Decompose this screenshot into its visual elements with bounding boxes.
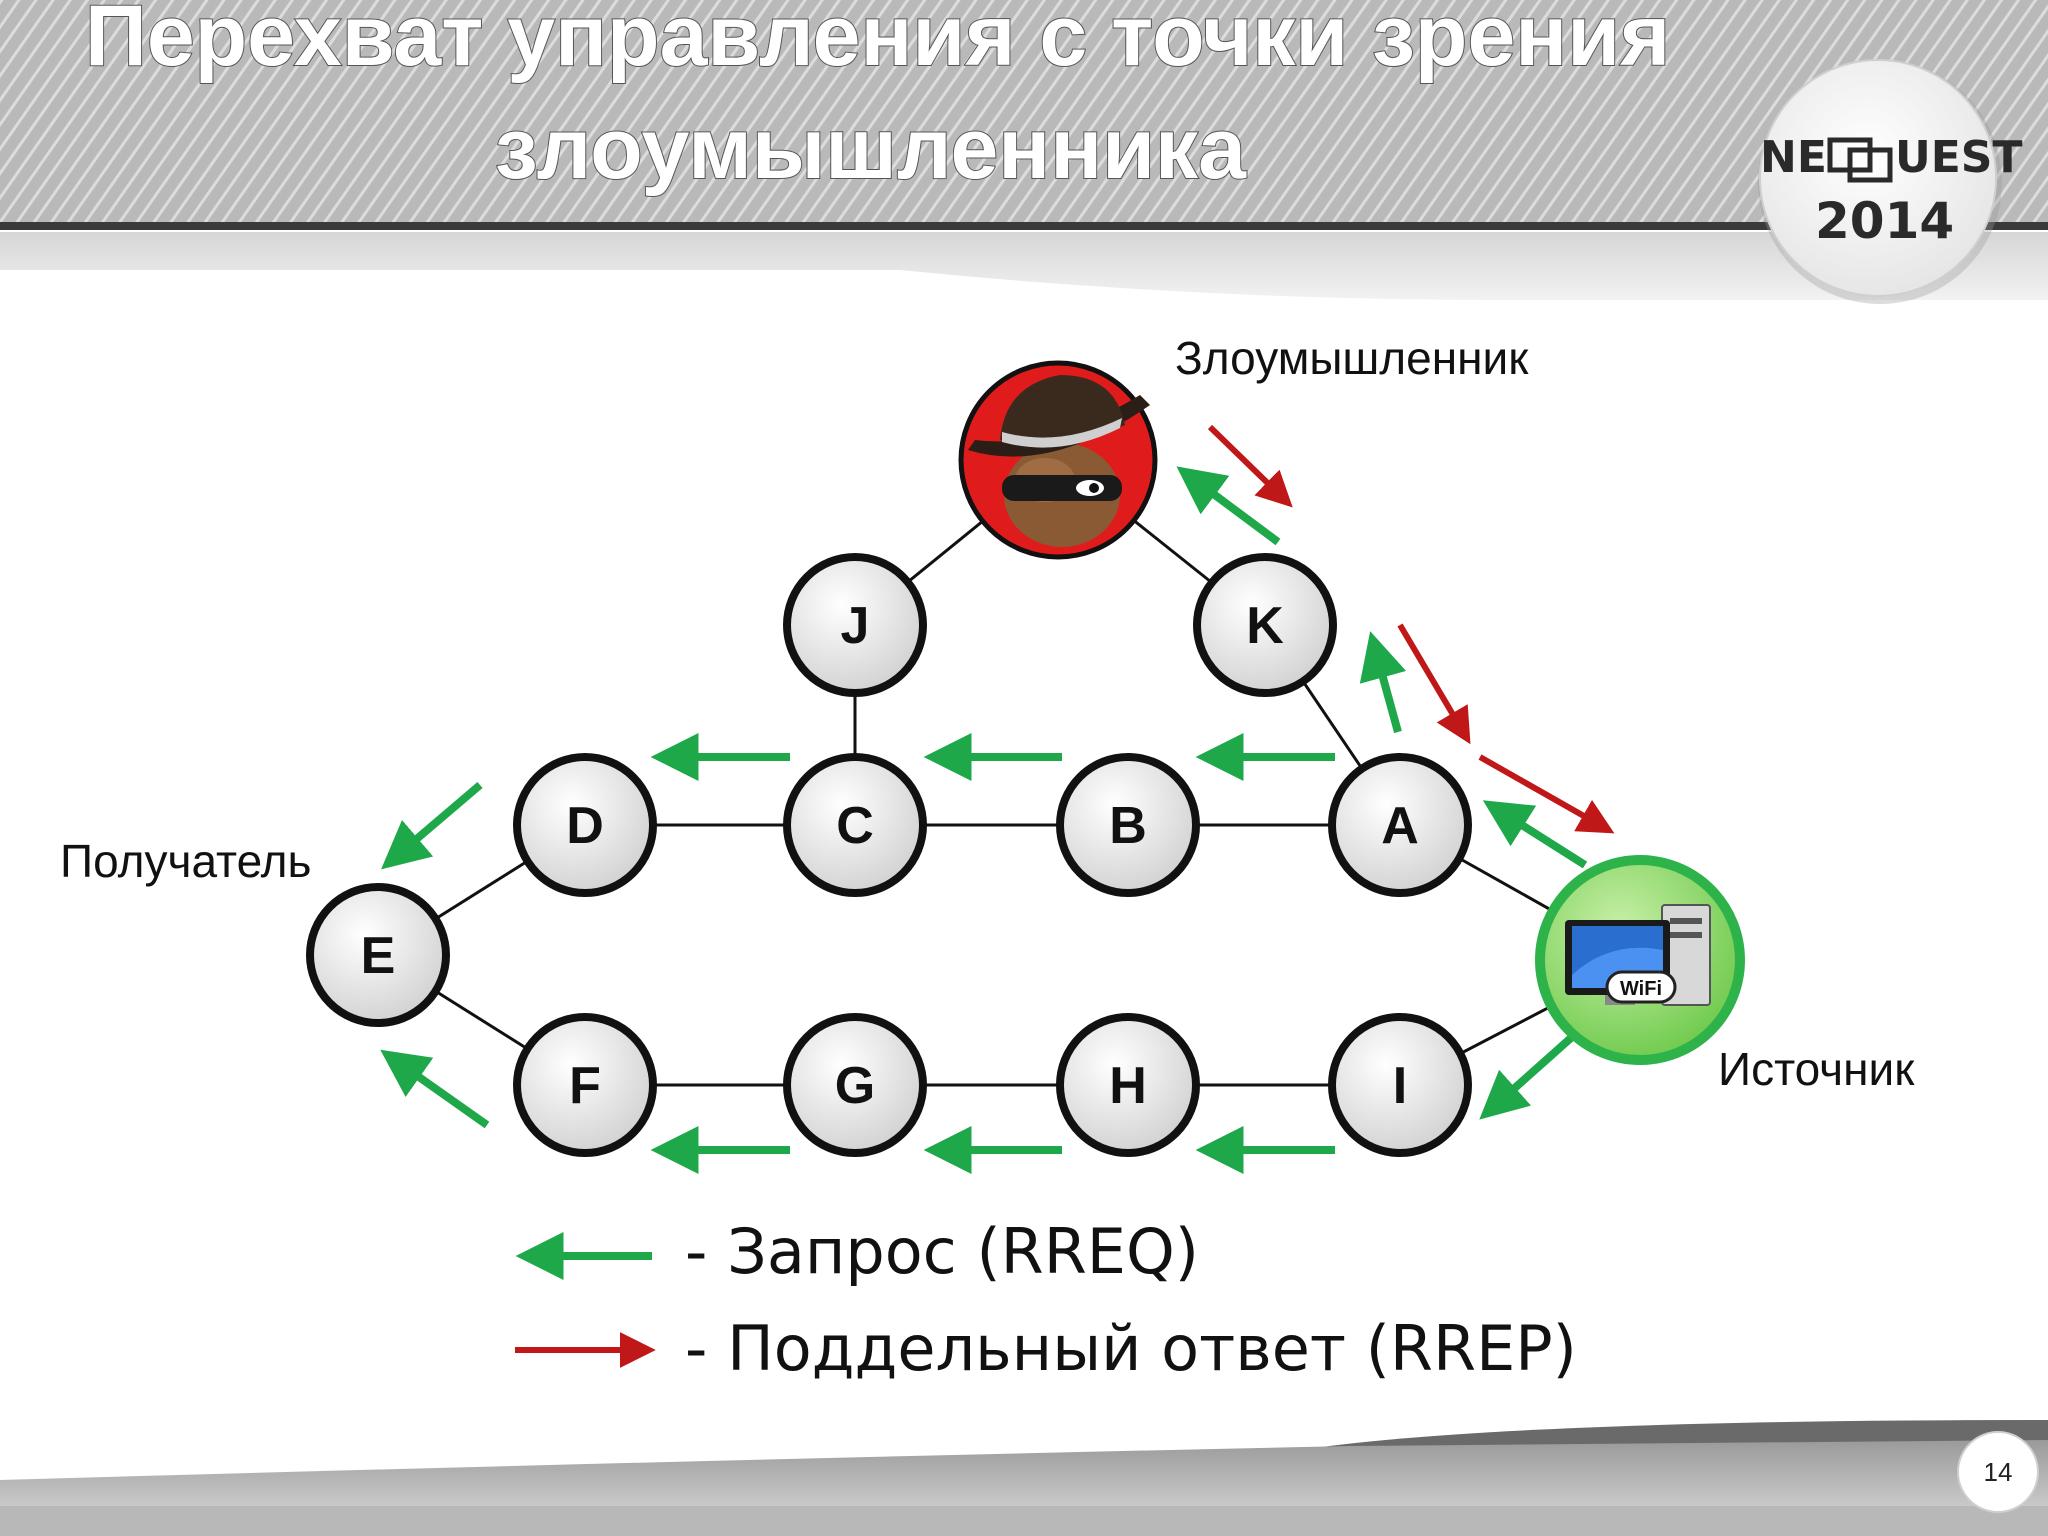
page-number: 14 <box>1984 1457 2013 1487</box>
node-label-j: J <box>841 597 870 655</box>
page-number-badge: 14 <box>1957 1431 2039 1513</box>
node-label-d: D <box>566 797 604 855</box>
node-f: F <box>513 1013 657 1157</box>
wifi-badge-text: WiFi <box>1620 978 1662 1000</box>
source-label: Источник <box>1718 1043 1915 1095</box>
node-k: K <box>1193 553 1337 697</box>
attacker-node <box>958 360 1158 560</box>
rreq-arrow-source-a <box>1482 800 1588 869</box>
node-d: D <box>513 753 657 897</box>
node-label-c: C <box>836 797 874 855</box>
header-bar <box>0 0 2048 300</box>
receiver-label: Получатель <box>60 835 311 887</box>
source-node: WiFi <box>1535 855 1745 1065</box>
node-label-i: I <box>1393 1057 1407 1115</box>
rreq-arrow-source-i <box>1479 1034 1575 1120</box>
node-a: A <box>1328 753 1472 897</box>
logo-text-left: NE <box>1760 132 1827 183</box>
node-e: E <box>306 883 450 1027</box>
node-label-g: G <box>835 1057 875 1115</box>
node-label-b: B <box>1109 797 1147 855</box>
rreq-arrow-d-e <box>381 781 483 870</box>
rreq-arrow-f-e <box>380 1049 490 1129</box>
logo-screens-icon <box>1827 137 1893 183</box>
rreq-arrows <box>380 466 1588 1280</box>
node-c: C <box>783 753 927 897</box>
wifi-badge: WiFi <box>1605 970 1677 1004</box>
attacker-label: Злоумышленник <box>1175 332 1529 384</box>
legend-rrep-text: - Поддельный ответ (RREP) <box>685 1312 1577 1385</box>
node-g: G <box>783 1013 927 1157</box>
node-label-h: H <box>1109 1057 1147 1115</box>
footer-bar <box>0 1420 2048 1536</box>
node-j: J <box>783 553 927 697</box>
slide-title-line-2: злоумышленника <box>495 101 1247 197</box>
rreq-arrow-a-k <box>1359 631 1407 734</box>
rrep-arrow-attacker-k <box>1207 424 1293 508</box>
rreq-arrow-k-attacker <box>1176 466 1281 546</box>
slide-title-line-1: Перехват управления с точки зрения <box>85 0 1670 84</box>
spy-icon <box>968 375 1150 547</box>
legend-rreq-text: - Запрос (RREQ) <box>685 1215 1199 1288</box>
node-b: B <box>1056 753 1200 897</box>
logo-text-right: UEST <box>1895 132 2023 183</box>
rrep-arrow-k-a <box>1397 623 1471 745</box>
rrep-arrows <box>515 424 1615 1368</box>
logo-year: 2014 <box>1815 192 1954 250</box>
rrep-arrow-a-source <box>1478 754 1615 834</box>
neoquest-logo: NE UEST 2014 <box>1758 59 2023 304</box>
node-i: I <box>1328 1013 1472 1157</box>
node-h: H <box>1056 1013 1200 1157</box>
node-label-f: F <box>569 1057 601 1115</box>
node-label-k: K <box>1246 597 1284 655</box>
node-label-a: A <box>1381 797 1419 855</box>
node-label-e: E <box>361 927 396 985</box>
